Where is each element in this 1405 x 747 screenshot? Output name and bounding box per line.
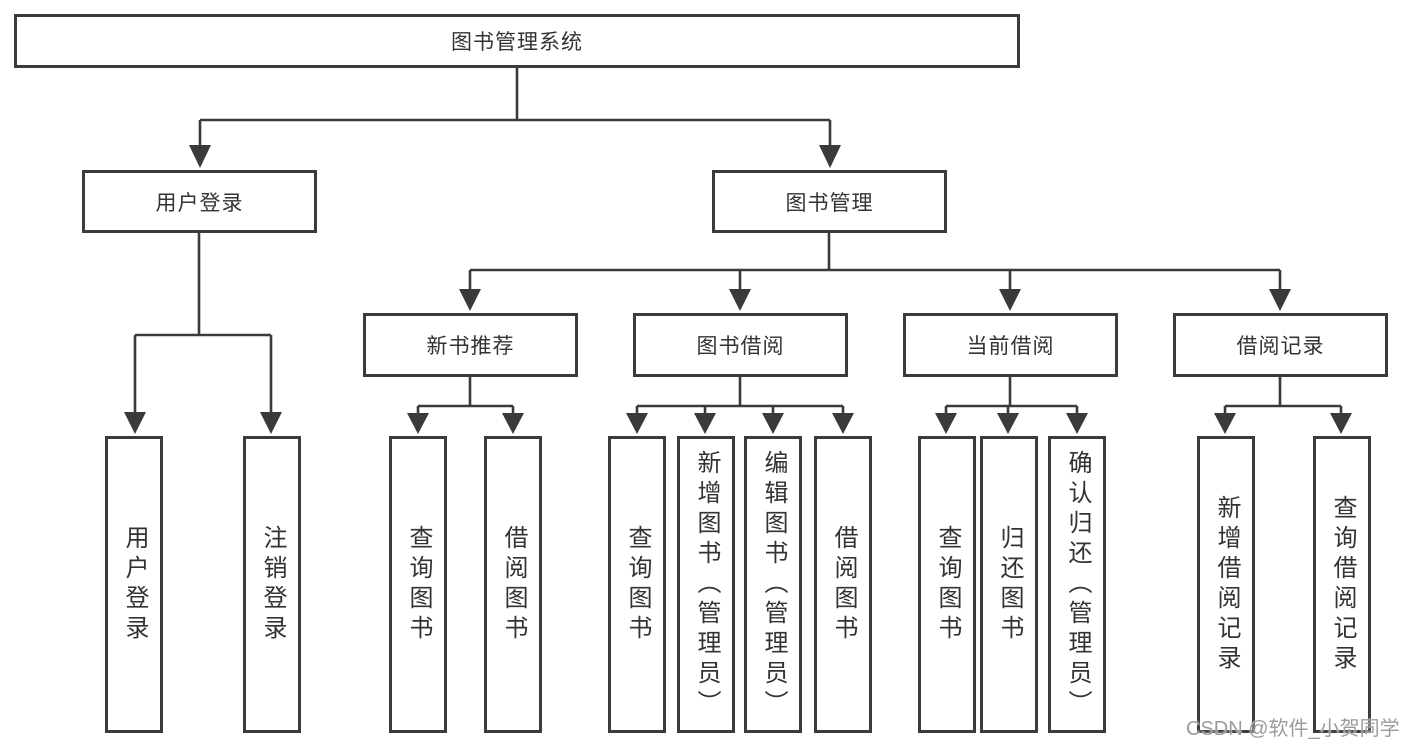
- arrow-down-icon: [832, 413, 854, 434]
- arrow-down-icon: [935, 413, 957, 434]
- branch-book-management: [468, 233, 1282, 290]
- branch-new-book: [416, 377, 515, 415]
- arrow-down-icon: [999, 289, 1021, 311]
- node-root-system: 图书管理系统: [14, 14, 1020, 68]
- leaf-borrow-book-recommend: 借阅图书: [484, 436, 542, 733]
- arrow-down-icon: [762, 413, 784, 434]
- branch-borrow-records: [1223, 377, 1343, 415]
- node-book-management: 图书管理: [712, 170, 947, 233]
- leaf-return-book: 归还图书: [980, 436, 1038, 733]
- branch-current-borrow: [944, 377, 1079, 415]
- branch-book-borrow: [635, 377, 845, 415]
- arrow-down-icon: [260, 412, 282, 434]
- arrow-down-icon: [626, 413, 648, 434]
- leaf-borrow-book: 借阅图书: [814, 436, 872, 733]
- arrow-down-icon: [694, 413, 716, 434]
- csdn-watermark: CSDN @软件_小贺同学: [1186, 718, 1400, 740]
- leaf-query-book-borrow: 查询图书: [608, 436, 666, 733]
- leaf-confirm-return-admin: 确认归还（管理员）: [1048, 436, 1106, 733]
- branch-root: [198, 68, 832, 146]
- leaf-query-borrow-record: 查询借阅记录: [1313, 436, 1371, 733]
- node-user-login: 用户登录: [82, 170, 317, 233]
- arrow-down-icon: [819, 145, 841, 168]
- arrow-down-icon: [997, 413, 1019, 434]
- arrow-down-icon: [1066, 413, 1088, 434]
- arrow-down-icon: [1269, 289, 1291, 311]
- node-current-borrow: 当前借阅: [903, 313, 1118, 377]
- leaf-add-book-admin: 新增图书（管理员）: [677, 436, 735, 733]
- arrow-down-icon: [502, 413, 524, 434]
- node-new-book-recommend: 新书推荐: [363, 313, 578, 377]
- leaf-query-book-current: 查询图书: [918, 436, 976, 733]
- leaf-query-book-recommend: 查询图书: [389, 436, 447, 733]
- leaf-logout: 注销登录: [243, 436, 301, 733]
- leaf-user-login: 用户登录: [105, 436, 163, 733]
- arrow-down-icon: [189, 145, 211, 168]
- arrow-down-icon: [729, 289, 751, 311]
- arrow-down-icon: [124, 412, 146, 434]
- arrow-down-icon: [1330, 413, 1352, 434]
- arrow-down-icon: [1214, 413, 1236, 434]
- leaf-add-borrow-record: 新增借阅记录: [1197, 436, 1255, 733]
- leaf-edit-book-admin: 编辑图书（管理员）: [744, 436, 802, 733]
- arrow-down-icon: [407, 413, 429, 434]
- node-book-borrow: 图书借阅: [633, 313, 848, 377]
- arrow-down-icon: [459, 289, 481, 311]
- node-borrow-records: 借阅记录: [1173, 313, 1388, 377]
- branch-user-login: [133, 233, 273, 413]
